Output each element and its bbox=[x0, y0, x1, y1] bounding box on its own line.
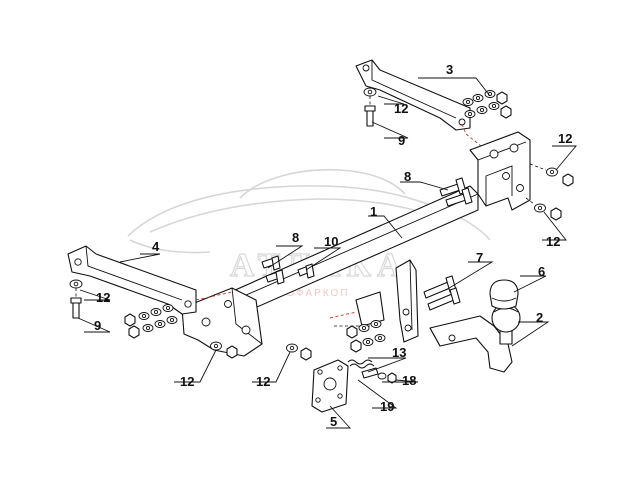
crossbar-frame bbox=[181, 131, 531, 357]
callout-1: 1 bbox=[370, 204, 377, 219]
washer-nut-right-upper bbox=[529, 163, 574, 187]
spring bbox=[347, 359, 375, 369]
callout-5: 5 bbox=[330, 414, 337, 429]
callout-8-upper: 8 bbox=[404, 169, 411, 184]
callout-9-left: 9 bbox=[94, 318, 101, 333]
socket-plate bbox=[311, 359, 349, 413]
callout-12-left: 12 bbox=[96, 290, 110, 305]
towball-neck bbox=[429, 303, 521, 373]
left-side-bracket bbox=[67, 245, 233, 315]
callout-10: 10 bbox=[324, 234, 338, 249]
callout-3: 3 bbox=[446, 62, 453, 77]
ball-cover bbox=[489, 279, 519, 310]
callout-2: 2 bbox=[536, 310, 543, 325]
bolt-set-top bbox=[462, 90, 512, 119]
callout-6: 6 bbox=[538, 264, 545, 279]
callout-18: 18 bbox=[402, 373, 416, 388]
callout-13: 13 bbox=[392, 345, 406, 360]
washer-bolt-top-left bbox=[363, 87, 377, 127]
washer-bolt-left bbox=[69, 279, 83, 319]
bolt-small bbox=[361, 367, 397, 384]
watermark-caption: АВТОФАРКОП bbox=[262, 288, 350, 299]
callout-4: 4 bbox=[152, 239, 160, 254]
washer-nut-left-a bbox=[210, 341, 238, 359]
callout-12-right-upper: 12 bbox=[558, 131, 572, 146]
callout-12-top: 12 bbox=[394, 101, 408, 116]
bolts-socket-bracket bbox=[423, 275, 461, 311]
callouts: 3 12 9 12 8 1 12 8 10 4 7 6 12 2 9 13 12… bbox=[94, 62, 572, 429]
leader-lines bbox=[77, 77, 577, 429]
bolts-right-plate bbox=[439, 177, 473, 207]
callout-9-top: 9 bbox=[398, 133, 405, 148]
callout-8-lower: 8 bbox=[292, 230, 299, 245]
washer-nut-left-b bbox=[286, 343, 312, 361]
callout-12-right-lower: 12 bbox=[546, 234, 560, 249]
callout-19: 19 bbox=[380, 399, 394, 414]
callout-12-bottom-a: 12 bbox=[180, 374, 194, 389]
washer-nut-right-lower bbox=[525, 197, 562, 221]
bolt-set-centre bbox=[346, 320, 386, 353]
right-side-bracket bbox=[355, 59, 487, 151]
callout-12-bottom-b: 12 bbox=[256, 374, 270, 389]
callout-7: 7 bbox=[476, 250, 483, 265]
bolt-set-left bbox=[124, 304, 178, 339]
